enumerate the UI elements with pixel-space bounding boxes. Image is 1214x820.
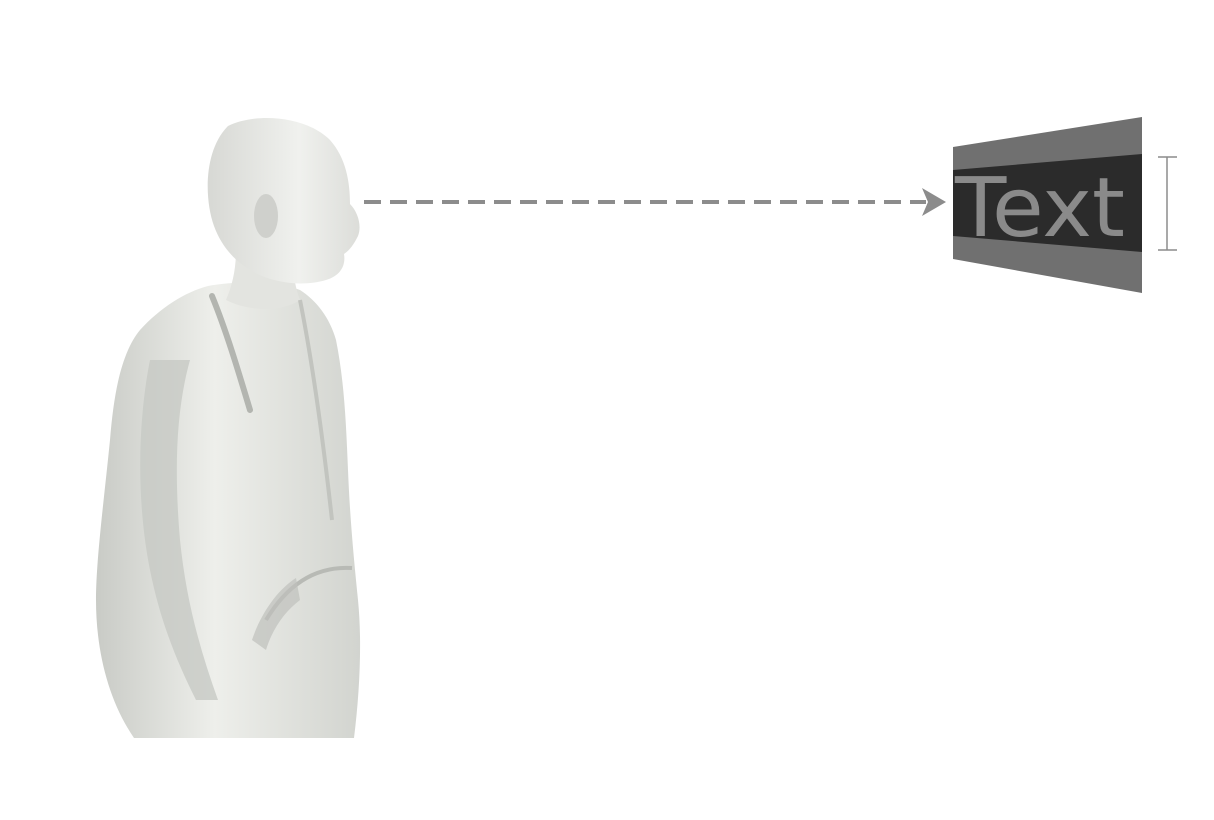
head <box>207 117 360 284</box>
zipper-line <box>298 299 334 521</box>
person-figure <box>96 117 361 738</box>
arrow-head-icon <box>922 188 946 216</box>
panel-text: Text <box>954 161 1125 256</box>
sight-line-arrow <box>364 188 946 216</box>
text-height-marker <box>1158 156 1177 251</box>
ear <box>254 194 278 238</box>
arm-shadow <box>140 360 218 700</box>
hoodie-body <box>96 282 361 738</box>
text-panel: Text <box>953 117 1142 293</box>
pocket-shadow <box>252 578 300 650</box>
hood-fold <box>209 293 253 413</box>
panel-inner <box>953 154 1142 252</box>
